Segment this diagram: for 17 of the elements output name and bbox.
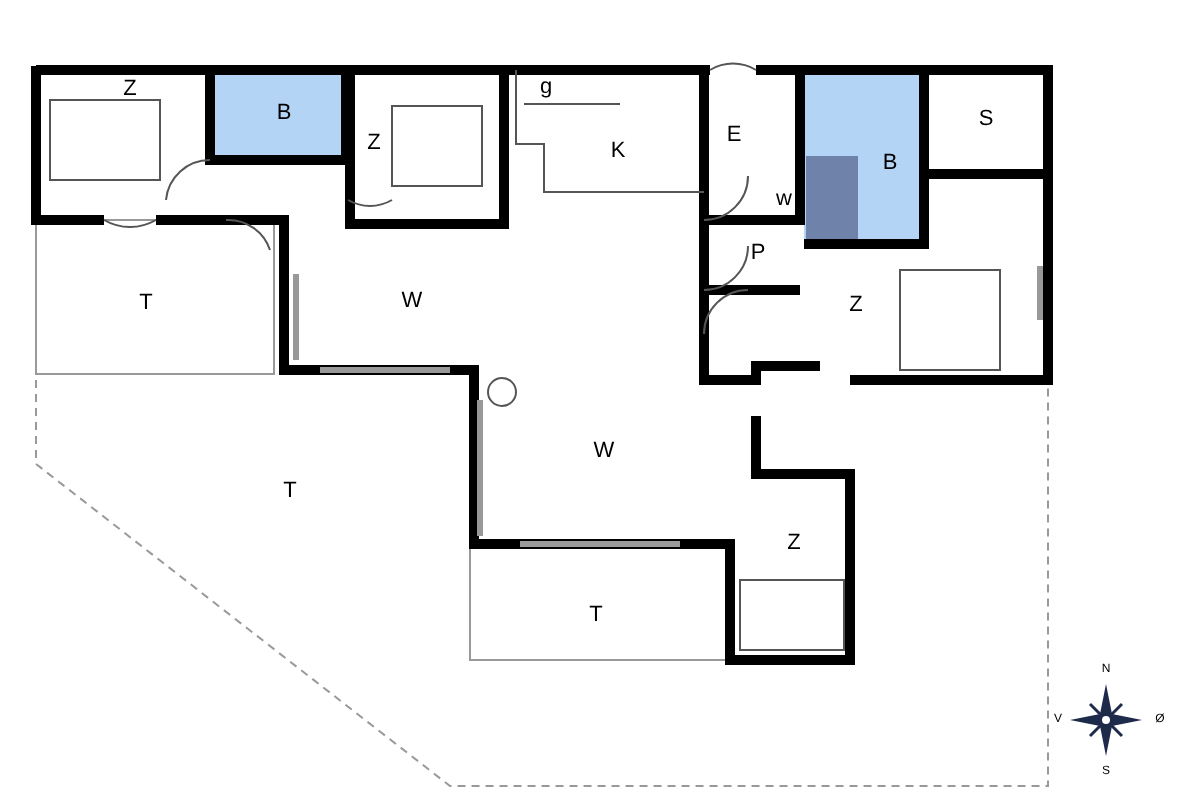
room-label: W: [593, 441, 615, 463]
room-label: E: [726, 125, 742, 147]
room-label: B: [276, 103, 292, 125]
room-label: w: [776, 189, 792, 211]
room-label: Z: [787, 533, 801, 555]
room-label: P: [750, 243, 766, 265]
room-label: S: [978, 109, 994, 131]
room-label: K: [610, 141, 626, 163]
room-label: g: [539, 77, 553, 99]
room-label: B: [882, 153, 898, 175]
room-label: W: [401, 291, 423, 313]
room-label: Z: [123, 79, 137, 101]
room-label: T: [283, 481, 297, 503]
room-label: T: [139, 293, 153, 315]
room-label: T: [589, 605, 603, 627]
room-label: Z: [367, 133, 381, 155]
room-label: Z: [849, 295, 863, 317]
